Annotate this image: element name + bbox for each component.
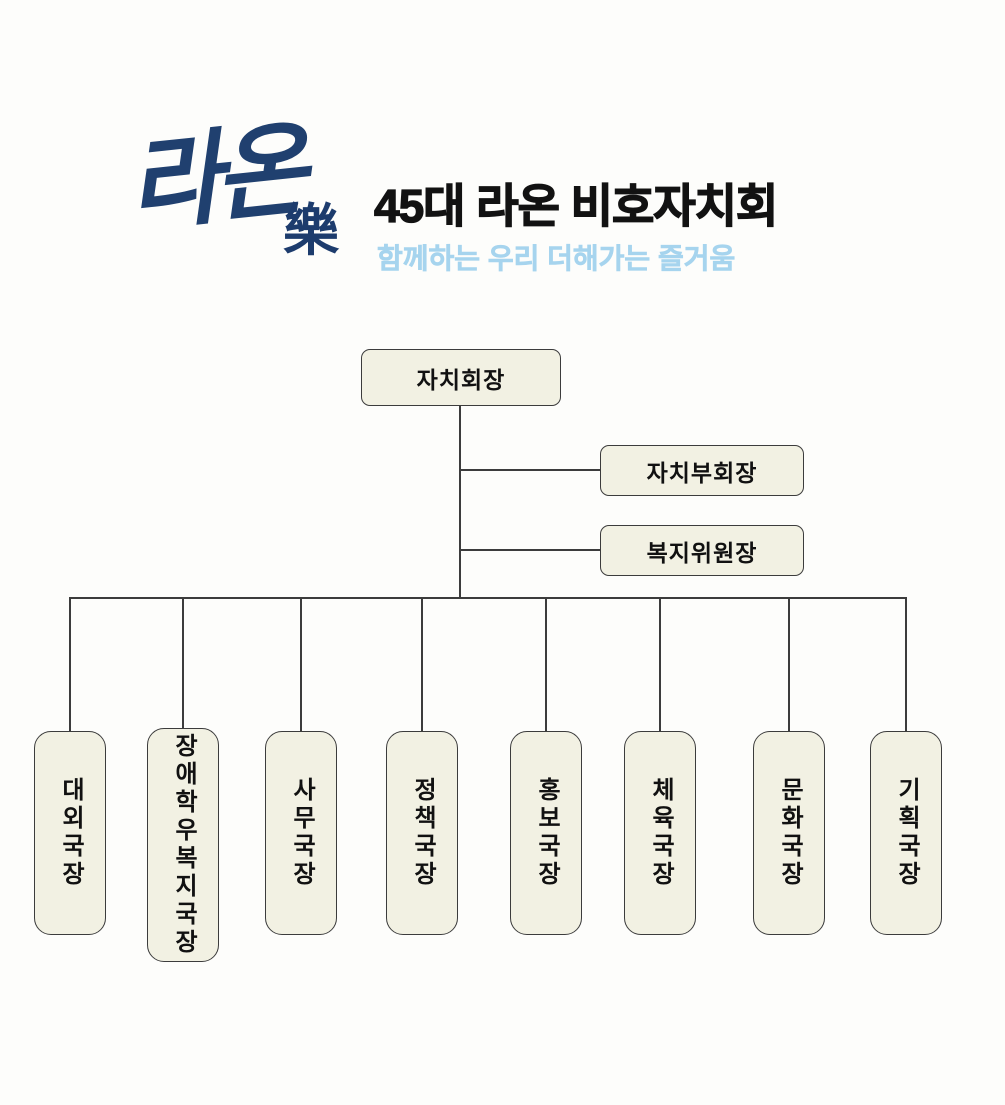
- connector-drop-dept-4: [545, 598, 547, 731]
- connector-drop-dept-5: [659, 598, 661, 731]
- dept-label: 홍보국장: [533, 777, 560, 889]
- vice-president-label: 자치부회장: [646, 459, 758, 486]
- connector-drop-dept-0: [69, 598, 71, 731]
- dept-label: 문화국장: [776, 777, 803, 889]
- dept-box-secretariat: 사무국장: [265, 731, 337, 935]
- connector-drop-dept-6: [788, 598, 790, 731]
- connector-welfare-chair: [461, 549, 600, 551]
- connector-vice-president: [461, 469, 600, 471]
- welfare-chair-label: 복지위원장: [646, 539, 758, 566]
- logo-hanja-character: 樂: [283, 199, 339, 262]
- connector-main-horizontal: [69, 597, 907, 599]
- logo-calligraphy-text: 라온: [122, 112, 306, 244]
- dept-box-policy: 정책국장: [386, 731, 458, 935]
- dept-box-public-relations: 홍보국장: [510, 731, 582, 935]
- page-title: 45대 라온 비호자치회: [373, 179, 779, 232]
- dept-label: 기획국장: [893, 777, 920, 889]
- dept-label: 체육국장: [647, 777, 674, 889]
- welfare-chair-box: 복지위원장: [600, 525, 804, 576]
- president-label: 자치회장: [416, 366, 506, 393]
- connector-president-vertical: [459, 406, 461, 598]
- dept-label: 대외국장: [57, 777, 84, 889]
- dept-label: 정책국장: [409, 777, 436, 889]
- dept-box-disabled-student-welfare: 장애학우복지국장: [147, 728, 219, 962]
- connector-drop-dept-1: [182, 598, 184, 731]
- page-subtitle: 함께하는 우리 더해가는 즐거움: [377, 243, 736, 275]
- dept-box-external-affairs: 대외국장: [34, 731, 106, 935]
- connector-drop-dept-3: [421, 598, 423, 731]
- president-box: 자치회장: [361, 349, 561, 406]
- dept-box-culture: 문화국장: [753, 731, 825, 935]
- dept-box-athletics: 체육국장: [624, 731, 696, 935]
- dept-label: 사무국장: [288, 777, 315, 889]
- vice-president-box: 자치부회장: [600, 445, 804, 496]
- connector-drop-dept-7: [905, 598, 907, 731]
- connector-drop-dept-2: [300, 598, 302, 731]
- dept-box-planning: 기획국장: [870, 731, 942, 935]
- dept-label: 장애학우복지국장: [170, 733, 197, 957]
